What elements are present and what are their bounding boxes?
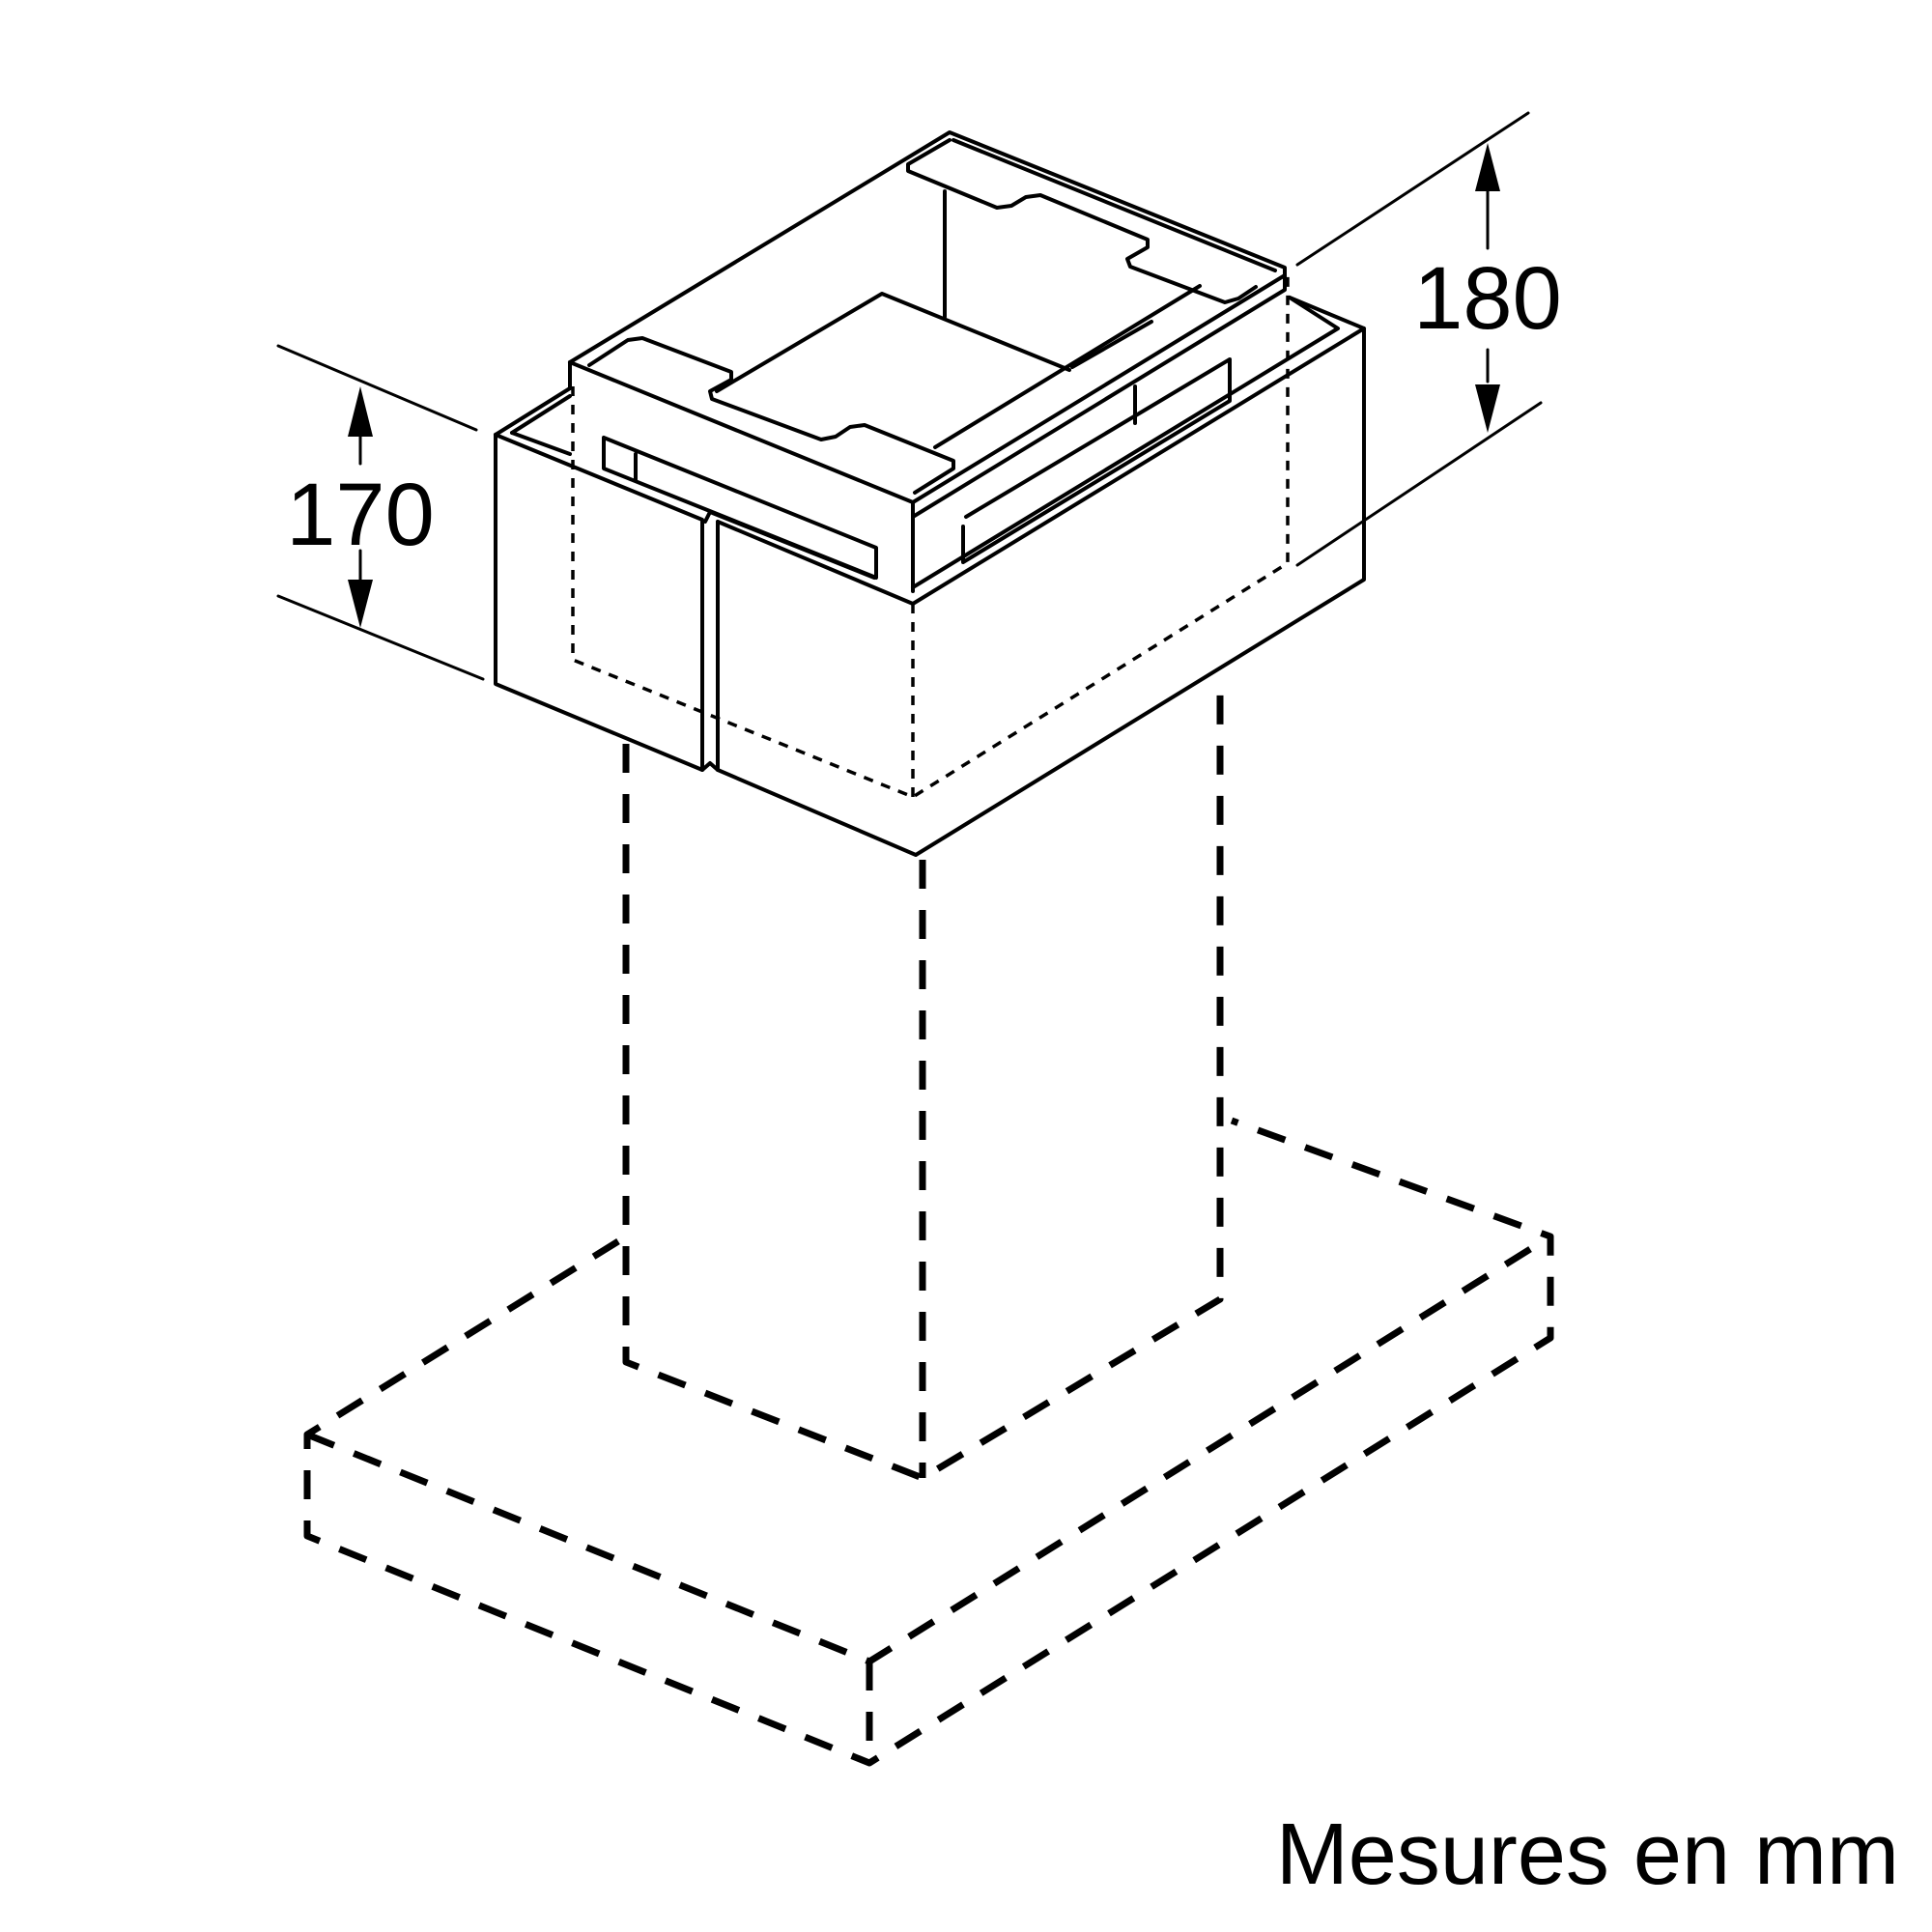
arrow-down-icon [348, 580, 373, 628]
extension-line-lower-top [276, 344, 478, 432]
sleeve-hidden-edges [571, 275, 1290, 799]
extension-line-upper-top [1295, 111, 1530, 267]
dimension-label-upper: 180 [1413, 249, 1562, 348]
chimney-column-dashed [622, 676, 1224, 1482]
dimension-upper: 180 [1295, 111, 1562, 567]
extension-line-upper-bottom [1295, 401, 1543, 567]
hood-base-dashed [303, 1117, 1554, 1767]
arrow-up-icon [1475, 143, 1500, 191]
units-caption: Mesures en mm [1275, 1806, 1899, 1903]
arrow-up-icon [348, 386, 373, 437]
dimension-lower: 170 [276, 344, 485, 681]
top-unit [568, 130, 1287, 593]
arrow-down-icon [1475, 384, 1500, 433]
extension-line-lower-bottom [276, 594, 485, 681]
dimension-label-lower: 170 [286, 466, 435, 564]
